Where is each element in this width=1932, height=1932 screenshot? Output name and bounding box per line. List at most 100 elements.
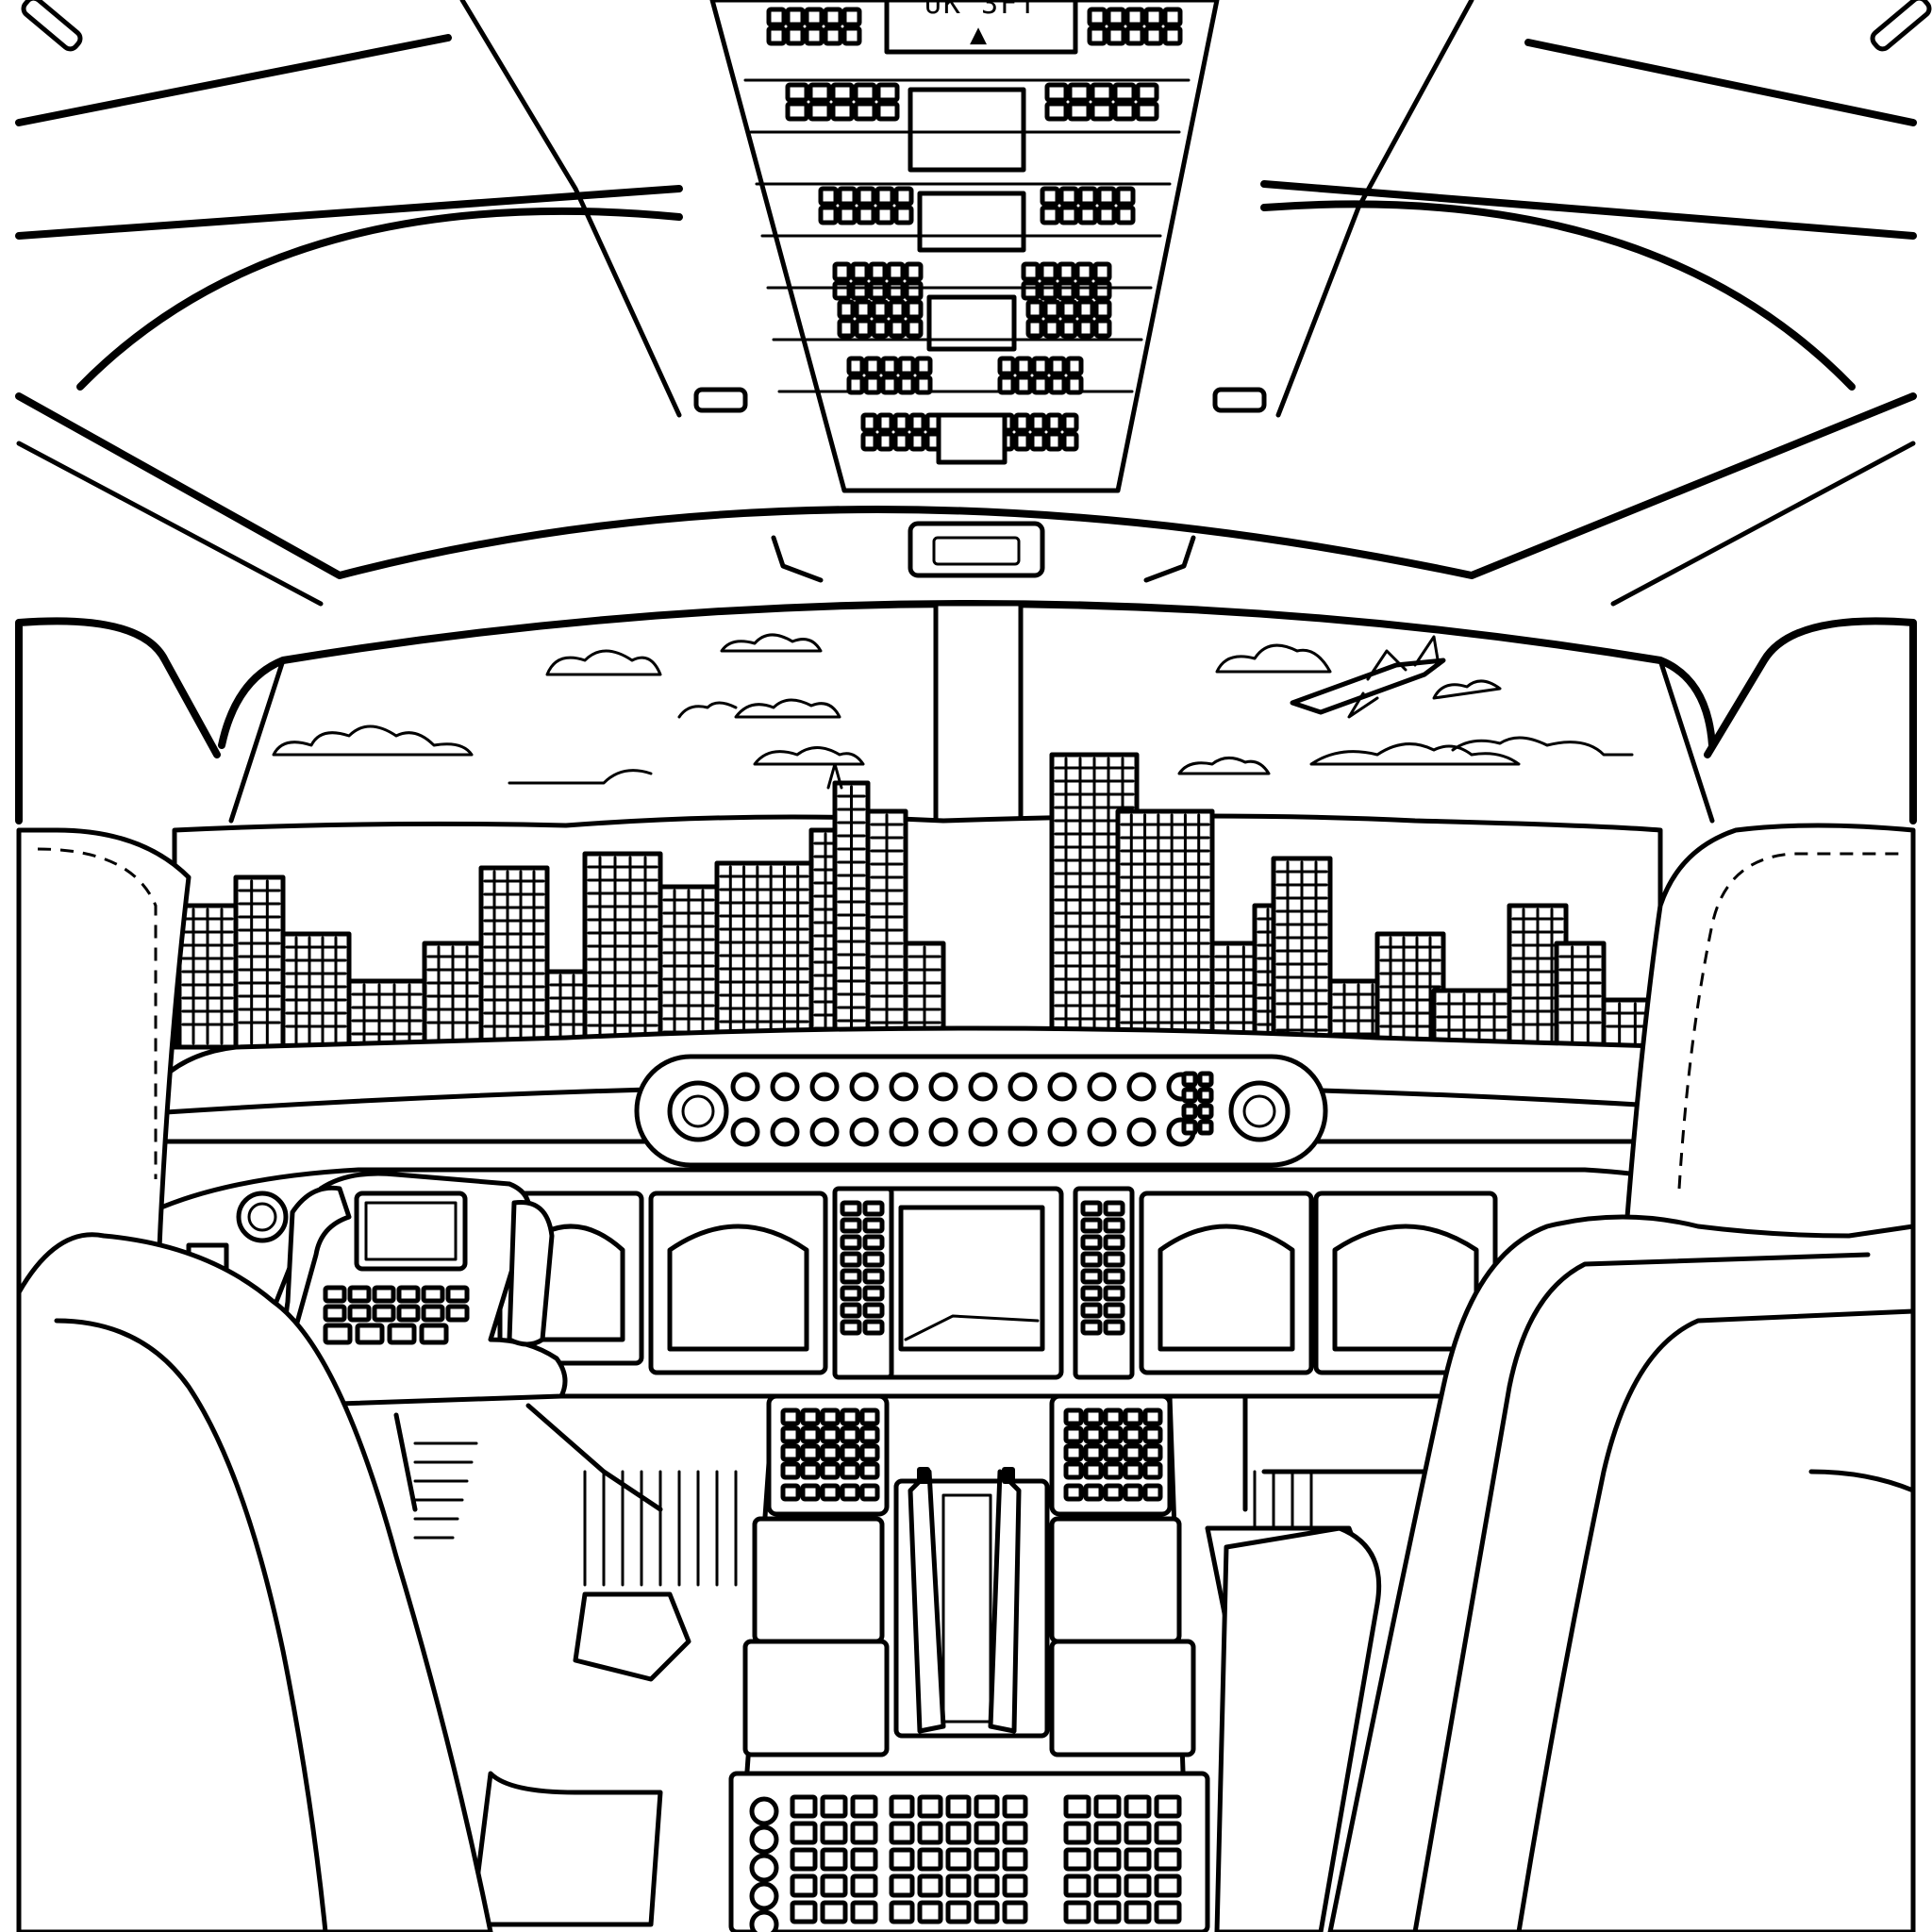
autopilot-knob[interactable] (849, 1117, 879, 1147)
overhead-switch[interactable] (1065, 356, 1084, 376)
fmc-key[interactable] (1123, 1461, 1143, 1480)
radio-panel-right[interactable] (1049, 1516, 1182, 1644)
fmc-key[interactable] (780, 1443, 801, 1462)
fmc-key[interactable] (859, 1443, 880, 1462)
overhead-switch[interactable] (841, 25, 862, 46)
overhead-switch[interactable] (874, 205, 895, 225)
pedestal-key[interactable] (917, 1794, 943, 1819)
yoke-button[interactable] (387, 1323, 417, 1345)
overhead-switch[interactable] (904, 261, 924, 282)
fmc-key[interactable] (1142, 1461, 1163, 1480)
overhead-switch[interactable] (841, 7, 862, 27)
overhead-switch[interactable] (875, 82, 900, 103)
pedestal-key[interactable] (1002, 1874, 1028, 1898)
overhead-switch[interactable] (874, 186, 895, 207)
fmc-key[interactable] (800, 1407, 821, 1426)
overhead-switch[interactable] (1045, 431, 1063, 452)
panel-switch[interactable] (1103, 1217, 1125, 1234)
autopilot-button[interactable] (1181, 1087, 1198, 1104)
pedestal-key[interactable] (1093, 1794, 1122, 1819)
fmc-key[interactable] (820, 1443, 841, 1462)
autopilot-knob[interactable] (889, 1072, 919, 1102)
overhead-switch[interactable] (1040, 186, 1060, 207)
overhead-switch-grid[interactable] (743, 7, 1191, 465)
fmc-key[interactable] (1123, 1443, 1143, 1462)
overhead-switch[interactable] (856, 186, 876, 207)
autopilot-button[interactable] (1197, 1087, 1214, 1104)
pedestal-key[interactable] (1093, 1900, 1122, 1924)
autopilot-button[interactable] (1181, 1103, 1198, 1120)
overhead-switch[interactable] (1124, 7, 1145, 27)
pedestal-key[interactable] (917, 1847, 943, 1872)
overhead-switch[interactable] (871, 299, 890, 320)
autopilot-knob[interactable] (770, 1117, 800, 1147)
yoke-button[interactable] (445, 1285, 470, 1304)
overhead-switch[interactable] (1112, 101, 1137, 122)
overhead-switch[interactable] (1057, 280, 1076, 301)
overhead-switch[interactable] (1013, 412, 1031, 433)
autopilot-knob[interactable] (1126, 1072, 1157, 1102)
pedestal-key[interactable] (1154, 1900, 1182, 1924)
panel-switch[interactable] (1103, 1319, 1125, 1336)
overhead-switch[interactable] (871, 318, 890, 339)
panel-switch[interactable] (840, 1217, 862, 1234)
autopilot-knob[interactable] (1047, 1072, 1077, 1102)
panel-switch[interactable] (1080, 1217, 1103, 1234)
overhead-switch[interactable] (1021, 280, 1041, 301)
overhead-switch[interactable] (1039, 280, 1058, 301)
overhead-switch[interactable] (1013, 431, 1031, 452)
autopilot-knob[interactable] (928, 1117, 958, 1147)
overhead-switch[interactable] (832, 280, 852, 301)
overhead-switch[interactable] (1044, 101, 1069, 122)
overhead-switch[interactable] (1096, 186, 1117, 207)
pedestal-key[interactable] (1093, 1821, 1122, 1845)
overhead-switch[interactable] (1067, 82, 1091, 103)
pedestal-key[interactable] (820, 1874, 848, 1898)
pedestal-key[interactable] (1063, 1847, 1091, 1872)
autopilot-button[interactable] (1197, 1071, 1214, 1088)
pedestal-key[interactable] (850, 1874, 878, 1898)
fmc-key[interactable] (820, 1425, 841, 1444)
overhead-switch[interactable] (1039, 261, 1058, 282)
overhead-switch[interactable] (908, 431, 926, 452)
overhead-switch[interactable] (818, 205, 839, 225)
overhead-switch[interactable] (850, 261, 870, 282)
overhead-switch[interactable] (1045, 412, 1063, 433)
autopilot-knob[interactable] (928, 1072, 958, 1102)
yoke-button[interactable] (396, 1304, 421, 1323)
autopilot-button[interactable] (1197, 1103, 1214, 1120)
panel-switch[interactable] (1080, 1319, 1103, 1336)
overhead-switch[interactable] (1061, 431, 1079, 452)
panel-switch[interactable] (840, 1251, 862, 1268)
overhead-switch[interactable] (1092, 280, 1112, 301)
pedestal-key[interactable] (917, 1900, 943, 1924)
autopilot-knob[interactable] (1087, 1072, 1117, 1102)
overhead-switch[interactable] (856, 205, 876, 225)
yoke-button[interactable] (323, 1285, 347, 1304)
fmc-key[interactable] (780, 1425, 801, 1444)
overhead-switch[interactable] (808, 82, 832, 103)
yoke-button[interactable] (372, 1285, 396, 1304)
pedestal-key[interactable] (889, 1794, 915, 1819)
pedestal-key[interactable] (1154, 1821, 1182, 1845)
pedestal-key[interactable] (790, 1900, 818, 1924)
overhead-switch[interactable] (905, 318, 924, 339)
panel-switch[interactable] (1080, 1268, 1103, 1285)
overhead-switch[interactable] (850, 280, 870, 301)
fmc-key[interactable] (859, 1461, 880, 1480)
overhead-switch[interactable] (886, 280, 906, 301)
pedestal-key[interactable] (1093, 1847, 1122, 1872)
fmc-key[interactable] (859, 1425, 880, 1444)
overhead-switch[interactable] (1074, 280, 1094, 301)
fmc-key[interactable] (800, 1461, 821, 1480)
fmc-key[interactable] (1063, 1407, 1084, 1426)
overhead-switch[interactable] (893, 186, 914, 207)
fmc-key[interactable] (800, 1483, 821, 1502)
panel-switch[interactable] (840, 1319, 862, 1336)
pedestal-key[interactable] (889, 1900, 915, 1924)
overhead-switch[interactable] (823, 7, 843, 27)
autopilot-knob[interactable] (1008, 1117, 1038, 1147)
comm-panel-right[interactable] (1049, 1639, 1196, 1757)
fmc-key[interactable] (1063, 1461, 1084, 1480)
control-yoke[interactable] (265, 1171, 568, 1408)
